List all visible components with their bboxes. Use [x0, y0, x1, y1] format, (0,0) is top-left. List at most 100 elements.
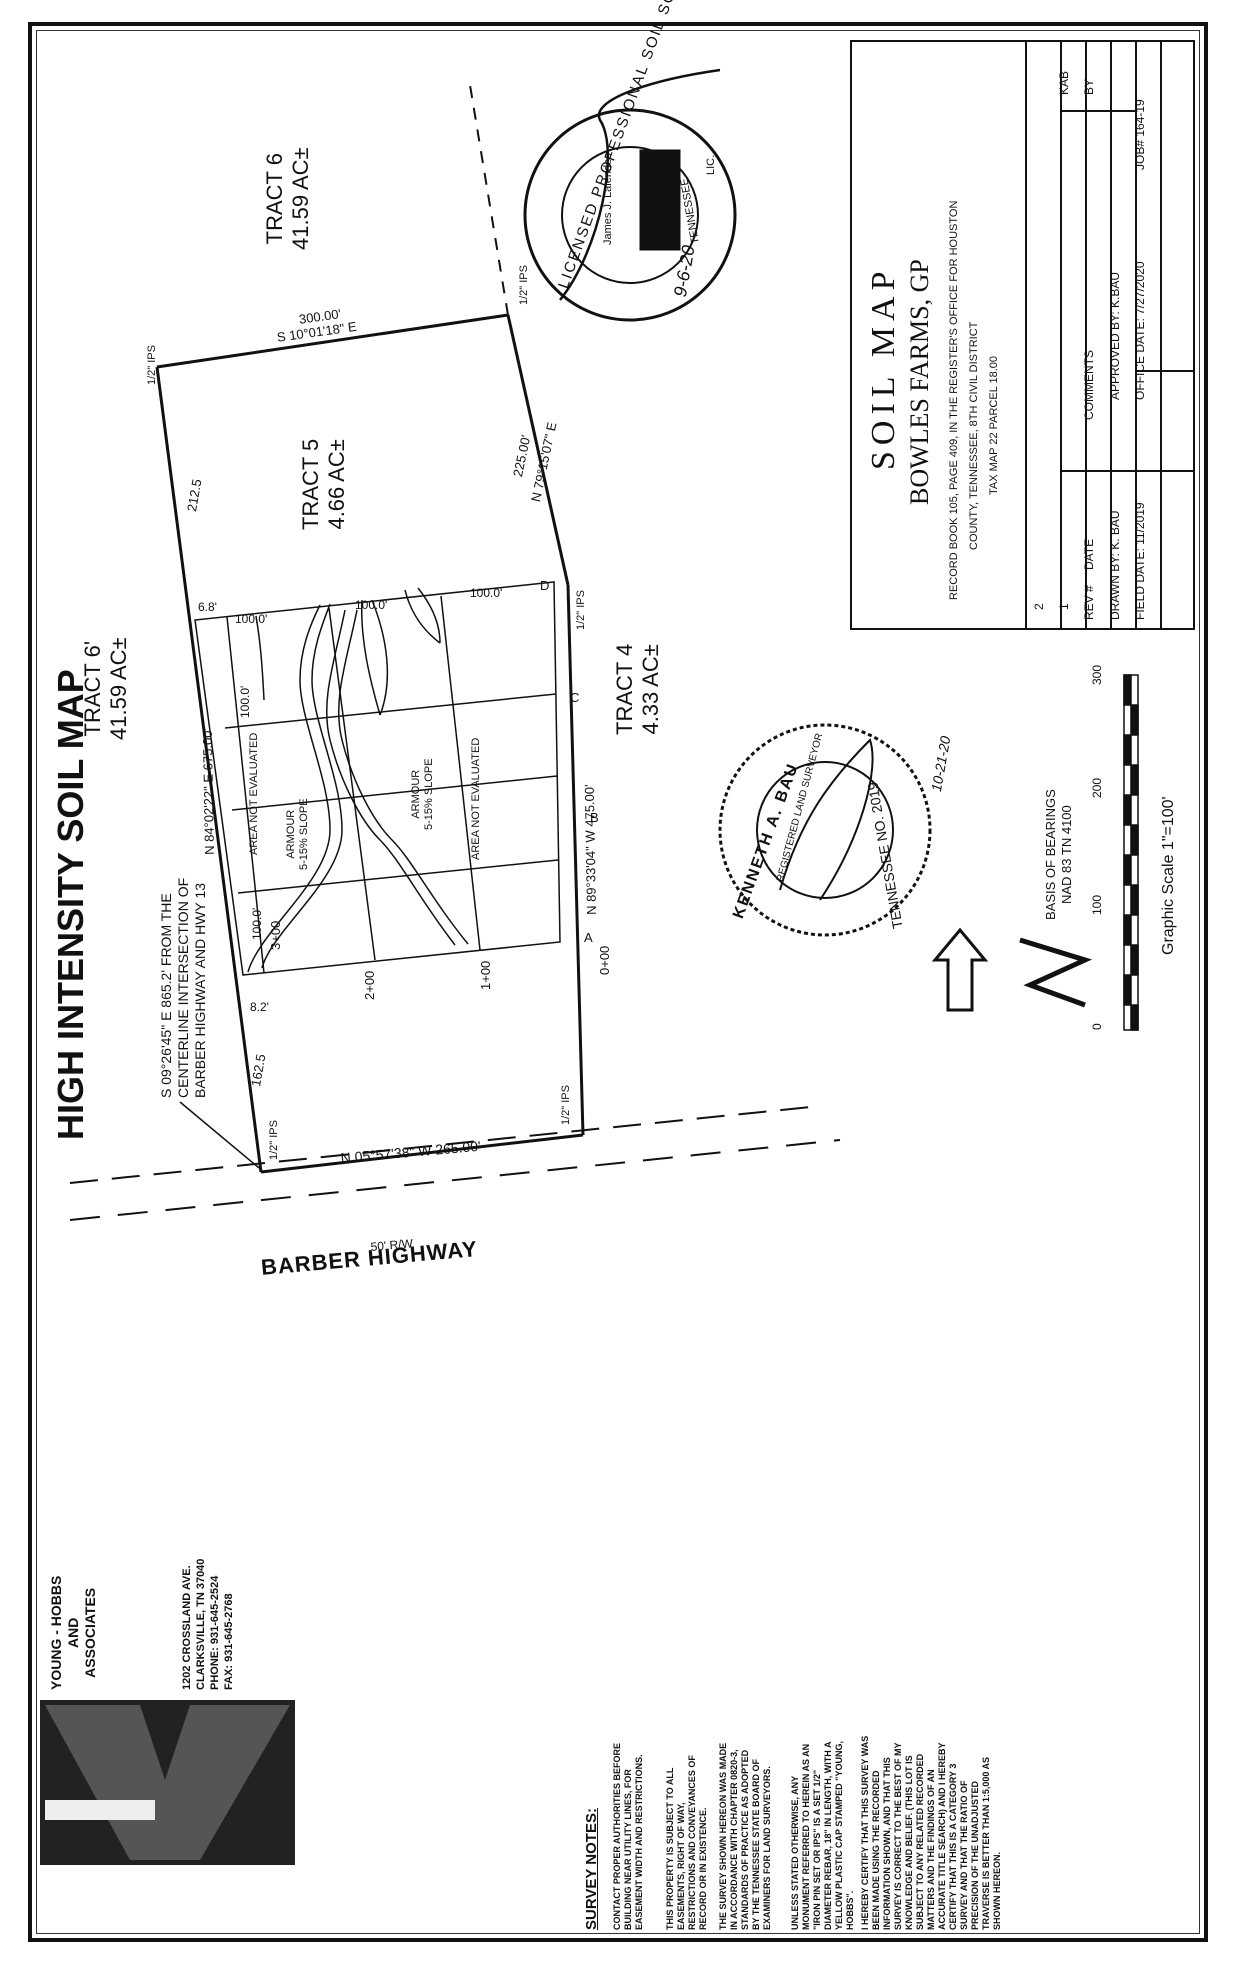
- company-logo: [40, 1700, 295, 1865]
- not-evaluated-label: AREA NOT EVALUATED: [248, 732, 260, 855]
- tract-name: TRACT 6: [262, 153, 287, 245]
- soil-seal-lic: LIC.: [705, 154, 717, 175]
- revision-header-rev: REV #: [1082, 585, 1096, 620]
- sheet-inner-border: [36, 30, 1200, 1934]
- reference-note-line: S 09°26'45" E 865.2' FROM THE: [158, 893, 174, 1098]
- grid-point-b: B: [590, 810, 599, 825]
- parcel-boundary: [155, 313, 585, 1174]
- company-name-line: YOUNG - HOBBS: [48, 1575, 64, 1690]
- job-number: JOB# 164-19: [1133, 99, 1147, 170]
- revision-header-date: DATE: [1082, 538, 1096, 570]
- scale-tick: 300: [1090, 664, 1104, 685]
- title-block-county: COUNTY, TENNESSEE, 8TH CIVIL DISTRICT: [968, 321, 980, 550]
- field-date: FIELD DATE: 11/2019: [1133, 502, 1147, 620]
- sheet-border: [28, 22, 1208, 1942]
- revision-row-2: 2: [1032, 603, 1046, 610]
- tract-name: TRACT 6': [80, 640, 105, 737]
- tract-area: 41.59 AC±: [288, 147, 313, 250]
- tract-area: 4.33 AC±: [638, 644, 663, 735]
- soil-unit-name: ARMOUR: [410, 769, 422, 819]
- north-bearing: N 84°02'22" E 675.00': [199, 727, 217, 855]
- grid-distance: 100.0': [470, 586, 503, 600]
- basis-line: BASIS OF BEARINGS: [1043, 789, 1058, 920]
- grid-distance: 100.0': [355, 598, 388, 612]
- survey-note: CONTACT PROPER AUTHORITIES BEFORE BUILDI…: [612, 1742, 644, 1930]
- tract-line-extension: [469, 84, 509, 316]
- title-block: [850, 40, 1195, 630]
- soil-scientist-seal: [523, 68, 737, 322]
- tract-4-label: TRACT 4 4.33 AC±: [612, 644, 664, 735]
- survey-note: THIS PROPERTY IS SUBJECT TO ALL EASEMENT…: [665, 1755, 708, 1930]
- title-block-heading: SOIL MAP: [865, 265, 902, 471]
- pin-label: 1/2" IPS: [518, 265, 530, 305]
- reference-note-line: BARBER HIGHWAY AND HWY 13: [192, 883, 208, 1098]
- office-date: OFFICE DATE: 7/27/2020: [1133, 261, 1147, 401]
- grid-point-a: A: [584, 930, 593, 945]
- title-block-tax: TAX MAP 22 PARCEL 18.00: [988, 356, 1000, 495]
- revision-row-1: 1: [1057, 603, 1071, 610]
- graphic-scale-bar: [1123, 674, 1139, 1031]
- title-block-record: RECORD BOOK 105, PAGE 409, IN THE REGIST…: [948, 200, 960, 600]
- reference-note-line: CENTERLINE INTERSECTION OF: [175, 877, 191, 1098]
- station-label: 3+00: [268, 920, 283, 950]
- revision-header-comments: COMMENTS: [1082, 350, 1096, 420]
- company-name: YOUNG - HOBBS AND ASSOCIATES: [48, 1576, 99, 1690]
- basis-line: NAD 83 TN 4100: [1059, 805, 1074, 904]
- soil-unit-slope: 5-15% SLOPE: [423, 758, 435, 830]
- company-city: CLARKSVILLE, TN 37040: [195, 1558, 207, 1690]
- north-arrow: [931, 927, 1093, 1012]
- tract-name: TRACT 4: [612, 643, 637, 735]
- station-label: 2+00: [362, 970, 377, 1000]
- distance-8-2: 8.2': [250, 1000, 269, 1014]
- soil-unit-label: ARMOUR 5-15% SLOPE: [285, 798, 311, 870]
- survey-note: THE SURVEY SHOWN HEREON WAS MADE IN ACCO…: [718, 1742, 772, 1930]
- basis-of-bearings: BASIS OF BEARINGS NAD 83 TN 4100: [1043, 789, 1075, 920]
- tract-6-prime-label: TRACT 6' 41.59 AC±: [80, 637, 132, 740]
- soil-boundaries: [247, 587, 469, 973]
- grid-distance: 100.0': [235, 612, 268, 626]
- company-name-line: ASSOCIATES: [82, 1587, 98, 1678]
- pin-label: 1/2" IPS: [146, 345, 158, 385]
- barber-highway-lines: [69, 1105, 841, 1221]
- revision-kab: KAB: [1057, 70, 1071, 95]
- scale-label: Graphic Scale 1"=100': [1160, 796, 1177, 955]
- approved-by: APPROVED BY: K.BAU: [1108, 271, 1122, 400]
- company-contact: 1202 CROSSLAND AVE. CLARKSVILLE, TN 3704…: [180, 1559, 236, 1690]
- tract-6-label: TRACT 6 41.59 AC±: [262, 147, 314, 250]
- tract-area: 4.66 AC±: [324, 439, 349, 530]
- pin-label: 1/2" IPS: [560, 1085, 572, 1125]
- scale-tick: 200: [1090, 777, 1104, 798]
- company-phone: PHONE: 931-645-2524: [209, 1575, 221, 1690]
- distance-6-8: 6.8': [198, 600, 217, 614]
- survey-note: I HEREBY CERTIFY THAT THIS SURVEY WAS BE…: [860, 1735, 1002, 1930]
- grid-point-c: C: [570, 690, 580, 705]
- pin-label: 1/2" IPS: [575, 590, 587, 630]
- company-fax: FAX: 931-645-2768: [223, 1593, 235, 1690]
- tract-name: TRACT 5: [298, 438, 323, 530]
- pin-label: 1/2" IPS: [268, 1120, 280, 1160]
- title-block-owner: BOWLES FARMS, GP: [905, 259, 934, 505]
- not-evaluated-label: AREA NOT EVALUATED: [470, 737, 482, 860]
- surveyor-seal: [718, 723, 932, 937]
- grid-point-d: D: [540, 578, 550, 593]
- company-name-line: AND: [65, 1617, 81, 1648]
- south-bearing: N 89°33'04" W 475.00': [581, 784, 599, 915]
- soil-unit-name: ARMOUR: [285, 809, 297, 859]
- tract-area: 41.59 AC±: [106, 637, 131, 740]
- grid-distance: 100.0': [238, 685, 252, 718]
- survey-notes: SURVEY NOTES:: [583, 1675, 600, 1930]
- reference-note: S 09°26'45" E 865.2' FROM THE CENTERLINE…: [158, 878, 209, 1098]
- soil-unit-label: ARMOUR 5-15% SLOPE: [410, 758, 436, 830]
- soil-seal-name: James J. Laiendes: [602, 153, 614, 245]
- scale-tick: 100: [1090, 894, 1104, 915]
- title-block-frame: [850, 40, 1195, 630]
- station-label: 0+00: [597, 945, 612, 975]
- scale-tick: 0: [1090, 1023, 1104, 1030]
- survey-note: UNLESS STATED OTHERWISE, ANY MONUMENT RE…: [790, 1741, 855, 1930]
- station-label: 1+00: [478, 960, 493, 990]
- grid-distance: 100.0': [250, 907, 264, 940]
- revision-header-by: BY: [1082, 78, 1096, 95]
- survey-notes-heading: SURVEY NOTES:: [583, 1808, 600, 1930]
